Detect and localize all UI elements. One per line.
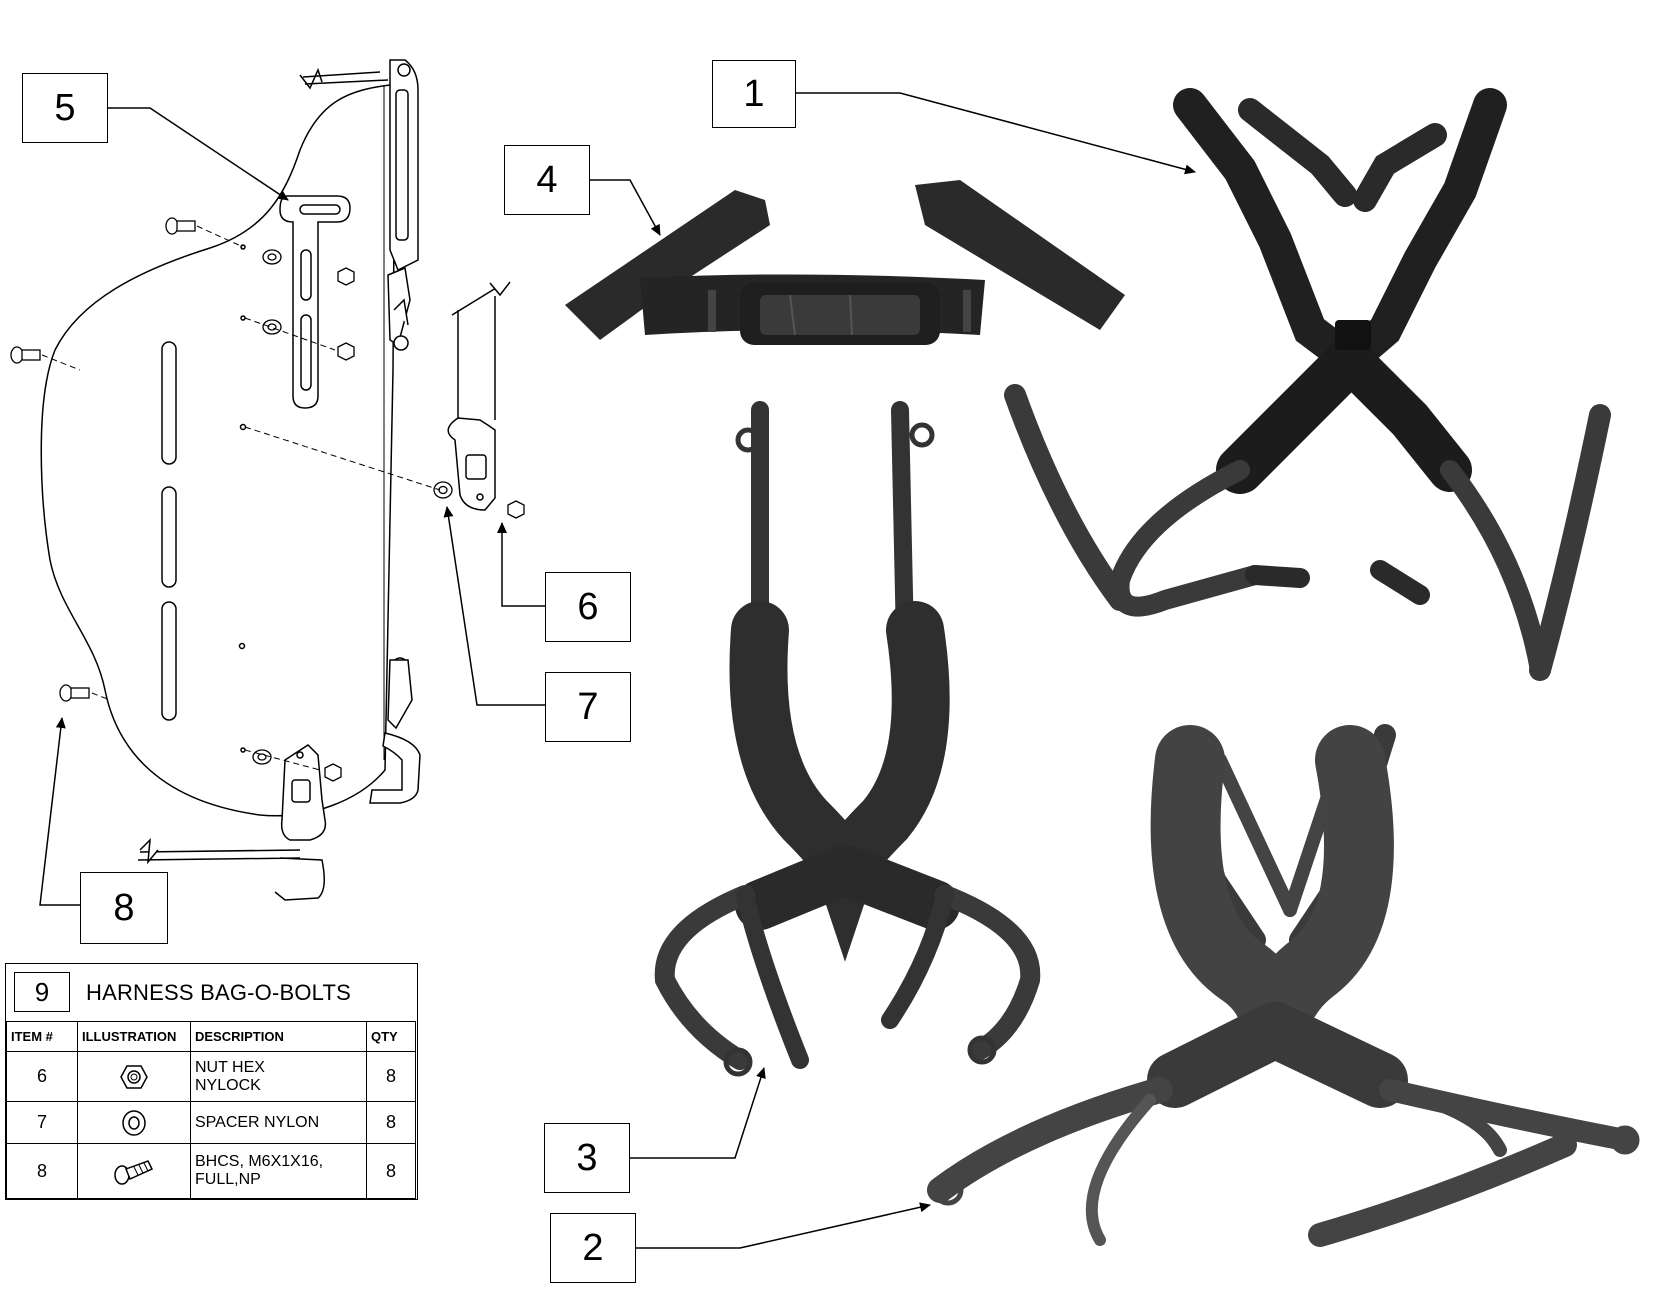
chest-strap-photo — [565, 180, 1125, 345]
back-panel-outline — [40, 84, 396, 817]
bolt-left — [10, 346, 41, 364]
spacer-icon — [122, 1109, 146, 1136]
callout-2: 2 — [550, 1213, 636, 1283]
description-line: NYLOCK — [195, 1076, 261, 1094]
bag-item-number: 9 — [14, 972, 70, 1012]
wide-y-harness-d-rings — [932, 1125, 1640, 1206]
description-line: SPACER NYLON — [195, 1113, 320, 1131]
slotted-bracket — [279, 195, 351, 409]
table-row: 7 SPACER NYLON 8 — [6, 1101, 416, 1144]
bolt-bottom — [59, 684, 90, 702]
bag-o-bolts-table: 9 HARNESS BAG-O-BOLTS ITEM # ILLUSTRATIO… — [5, 963, 418, 1200]
qty-cell: 8 — [366, 1101, 416, 1144]
bag-title: HARNESS BAG-O-BOLTS — [86, 980, 351, 1005]
item-number: 8 — [6, 1143, 78, 1199]
bag-title-row: 9 HARNESS BAG-O-BOLTS — [6, 964, 417, 1021]
y-harness-photo — [654, 401, 1041, 1070]
illustration-cell — [77, 1101, 191, 1144]
illustration-cell — [77, 1143, 191, 1199]
top-strap-bracket — [387, 59, 419, 351]
callout-4: 4 — [504, 145, 590, 215]
callout-1: 1 — [712, 60, 796, 128]
back-panel-drawing — [40, 67, 396, 817]
x-harness-photo — [1004, 88, 1611, 681]
qty-cell: 8 — [366, 1143, 416, 1199]
y-harness-d-rings — [723, 422, 997, 1077]
hex-nut-icon — [120, 1064, 148, 1089]
callout-6: 6 — [545, 572, 631, 642]
wide-y-harness-photo — [927, 724, 1636, 1247]
col-item: ITEM # — [6, 1021, 78, 1052]
table-row: 6 NUT HEX NYLOCK 8 — [6, 1051, 416, 1102]
bottom-strap-bracket — [369, 657, 421, 804]
side-bracket — [447, 281, 511, 511]
col-qty: QTY — [366, 1021, 416, 1052]
item-number: 7 — [6, 1101, 78, 1144]
callout-7: 7 — [545, 672, 631, 742]
table-row: 8 BHCS, M6X1X16, FULL,NP 8 — [6, 1143, 416, 1199]
description-line: FULL,NP — [195, 1171, 261, 1188]
callout-5: 5 — [22, 73, 108, 143]
description-cell: NUT HEX NYLOCK — [190, 1051, 367, 1102]
illustration-cell — [77, 1051, 191, 1102]
panel-hardware — [10, 217, 525, 782]
parts-table: ITEM # ILLUSTRATION DESCRIPTION QTY 6 — [6, 1021, 416, 1199]
bolt-top — [165, 217, 196, 235]
description-cell: BHCS, M6X1X16, FULL,NP — [190, 1143, 367, 1199]
callout-3: 3 — [544, 1123, 630, 1193]
leader-lines — [39, 92, 1196, 1249]
callout-8: 8 — [80, 872, 168, 944]
description-cell: SPACER NYLON — [190, 1101, 367, 1144]
col-illustration: ILLUSTRATION — [77, 1021, 191, 1052]
x-harness-buckle — [1335, 320, 1371, 350]
item-number: 6 — [6, 1051, 78, 1102]
description-line: NUT HEX — [195, 1058, 265, 1076]
parts-header-row: ITEM # ILLUSTRATION DESCRIPTION QTY — [6, 1021, 416, 1052]
col-description: DESCRIPTION — [190, 1021, 367, 1052]
qty-cell: 8 — [366, 1051, 416, 1102]
bolt-icon — [114, 1160, 154, 1185]
description-line: BHCS, M6X1X16, — [195, 1153, 324, 1170]
